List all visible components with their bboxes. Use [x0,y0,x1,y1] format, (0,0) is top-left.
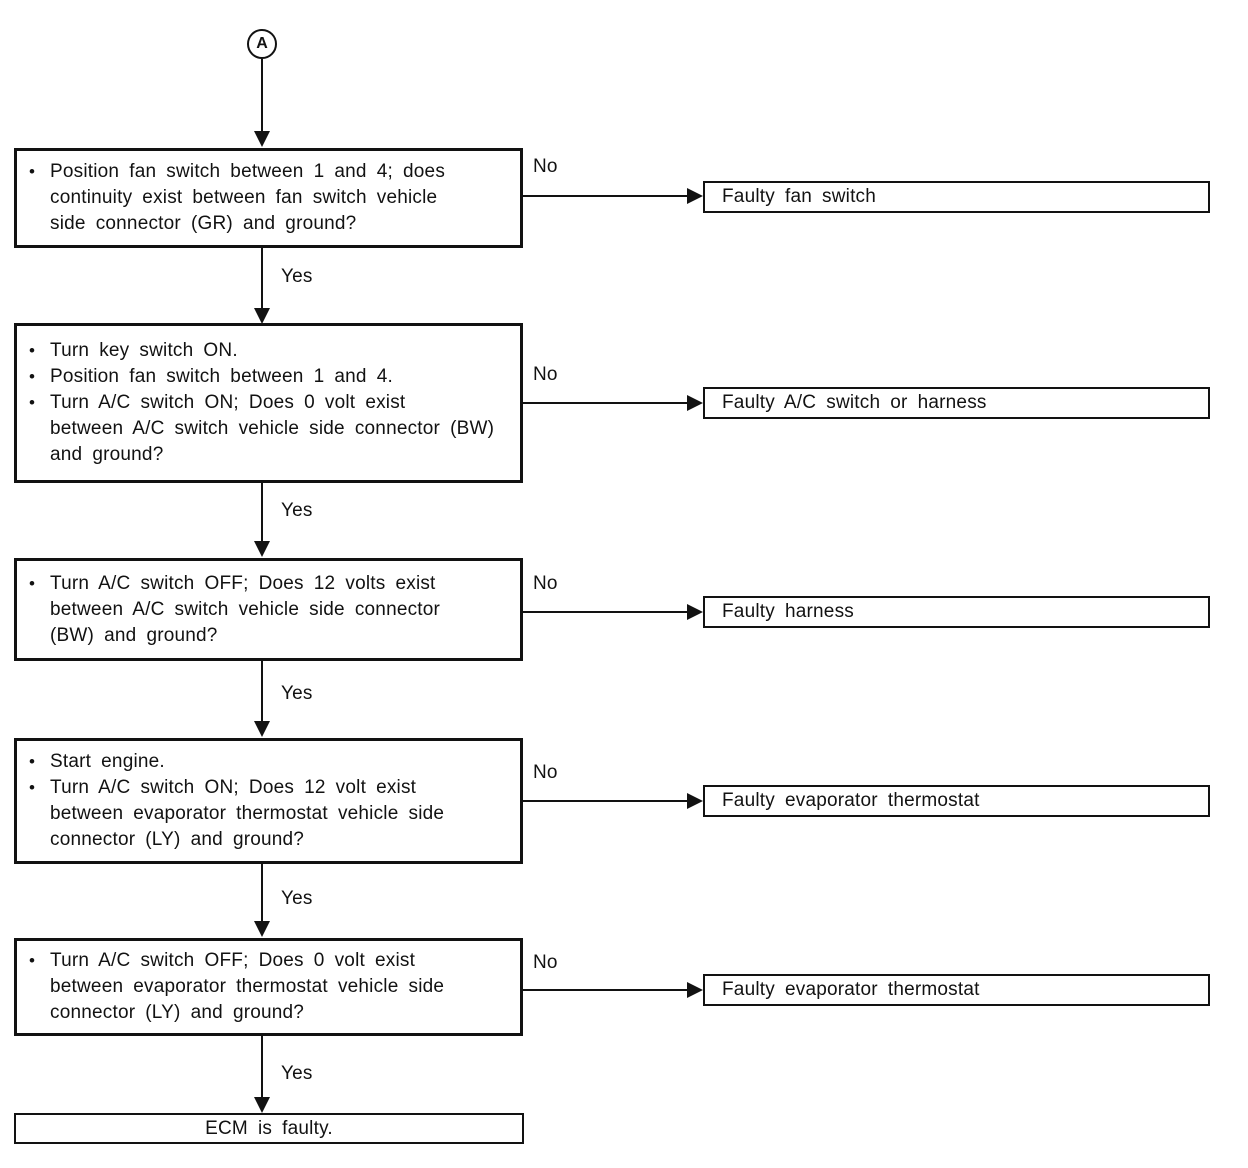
step-2-line: between A/C switch vehicle side connecto… [50,418,495,439]
step-4-box: Start engine. Turn A/C switch ON; Does 1… [14,738,523,864]
step-2-line: Turn key switch ON. [50,340,238,361]
connector-no-1 [522,195,687,197]
arrow-down-icon [254,921,270,937]
arrow-down-icon [254,1097,270,1113]
connector-yes-4 [261,864,263,922]
step-2-bullet-3: Turn A/C switch ON; Does 0 volt exist be… [17,390,516,468]
result-1-label: Faulty fan switch [722,186,877,207]
yes-label-1: Yes [281,266,313,287]
step-1-bullet-1: Position fan switch between 1 and 4; doe… [17,159,516,237]
step-2-line: Position fan switch between 1 and 4. [50,366,393,387]
step-1-line: Position fan switch between 1 and 4; doe… [50,161,446,182]
connector-a-to-step1 [261,59,263,132]
arrow-down-icon [254,721,270,737]
yes-label-4: Yes [281,888,313,909]
arrow-right-icon [687,188,703,204]
step-2-bullet-1: Turn key switch ON. [17,338,516,364]
no-label-5: No [533,952,558,973]
connector-yes-5 [261,1035,263,1098]
step-4-bullets: Start engine. Turn A/C switch ON; Does 1… [17,749,520,853]
step-5-bullets: Turn A/C switch OFF; Does 0 volt exist b… [17,948,520,1026]
connector-no-2 [522,402,687,404]
result-2-label: Faulty A/C switch or harness [722,392,987,413]
step-4-bullet-1: Start engine. [17,749,516,775]
result-3-label: Faulty harness [722,601,854,622]
no-label-2: No [533,364,558,385]
step-3-line: Turn A/C switch OFF; Does 12 volts exist [50,572,436,594]
step-2-box: Turn key switch ON. Position fan switch … [14,323,523,483]
start-connector-label: A [256,35,268,52]
step-3-line: between A/C switch vehicle side connecto… [50,598,441,620]
yes-label-2: Yes [281,500,313,521]
step-4-bullet-2: Turn A/C switch ON; Does 12 volt exist b… [17,775,516,853]
step-1-line: continuity exist between fan switch vehi… [50,187,438,208]
result-2-box: Faulty A/C switch or harness [703,387,1210,419]
result-3-box: Faulty harness [703,596,1210,628]
step-3-bullet-1: Turn A/C switch OFF; Does 12 volts exist… [17,571,516,649]
step-3-bullets: Turn A/C switch OFF; Does 12 volts exist… [17,571,520,649]
connector-no-5 [522,989,687,991]
step-2-line: and ground? [50,444,164,465]
step-1-box: Position fan switch between 1 and 4; doe… [14,148,523,248]
arrow-down-icon [254,541,270,557]
start-connector-badge: A [247,29,277,59]
step-5-bullet-1: Turn A/C switch OFF; Does 0 volt exist b… [17,948,516,1026]
arrow-down-icon [254,308,270,324]
arrow-right-icon [687,982,703,998]
step-5-line: between evaporator thermostat vehicle si… [50,976,445,997]
connector-yes-3 [261,661,263,722]
step-3-line: (BW) and ground? [50,624,218,646]
step-1-line: side connector (GR) and ground? [50,213,357,234]
step-4-line: Start engine. [50,751,165,772]
no-label-3: No [533,573,558,594]
step-4-line: connector (LY) and ground? [50,829,305,850]
result-4-box: Faulty evaporator thermostat [703,785,1210,817]
yes-label-5: Yes [281,1063,313,1084]
arrow-right-icon [687,395,703,411]
step-3-box: Turn A/C switch OFF; Does 12 volts exist… [14,558,523,661]
step-5-line: connector (LY) and ground? [50,1002,305,1023]
connector-no-4 [522,800,687,802]
step-2-line: Turn A/C switch ON; Does 0 volt exist [50,392,406,413]
arrow-right-icon [687,604,703,620]
result-5-label: Faulty evaporator thermostat [722,979,980,1000]
no-label-4: No [533,762,558,783]
step-5-box: Turn A/C switch OFF; Does 0 volt exist b… [14,938,523,1036]
step-4-line: between evaporator thermostat vehicle si… [50,803,445,824]
step-1-bullets: Position fan switch between 1 and 4; doe… [17,159,520,237]
connector-no-3 [522,611,687,613]
connector-yes-2 [261,482,263,542]
step-2-bullets: Turn key switch ON. Position fan switch … [17,338,520,468]
arrow-right-icon [687,793,703,809]
final-label: ECM is faulty. [205,1117,333,1139]
result-1-box: Faulty fan switch [703,181,1210,213]
step-4-line: Turn A/C switch ON; Does 12 volt exist [50,777,417,798]
final-box: ECM is faulty. [14,1113,524,1144]
step-2-bullet-2: Position fan switch between 1 and 4. [17,364,516,390]
yes-label-3: Yes [281,683,313,704]
arrow-down-icon [254,131,270,147]
connector-yes-1 [261,247,263,309]
step-5-line: Turn A/C switch OFF; Does 0 volt exist [50,950,416,971]
result-4-label: Faulty evaporator thermostat [722,790,980,811]
result-5-box: Faulty evaporator thermostat [703,974,1210,1006]
no-label-1: No [533,156,558,177]
